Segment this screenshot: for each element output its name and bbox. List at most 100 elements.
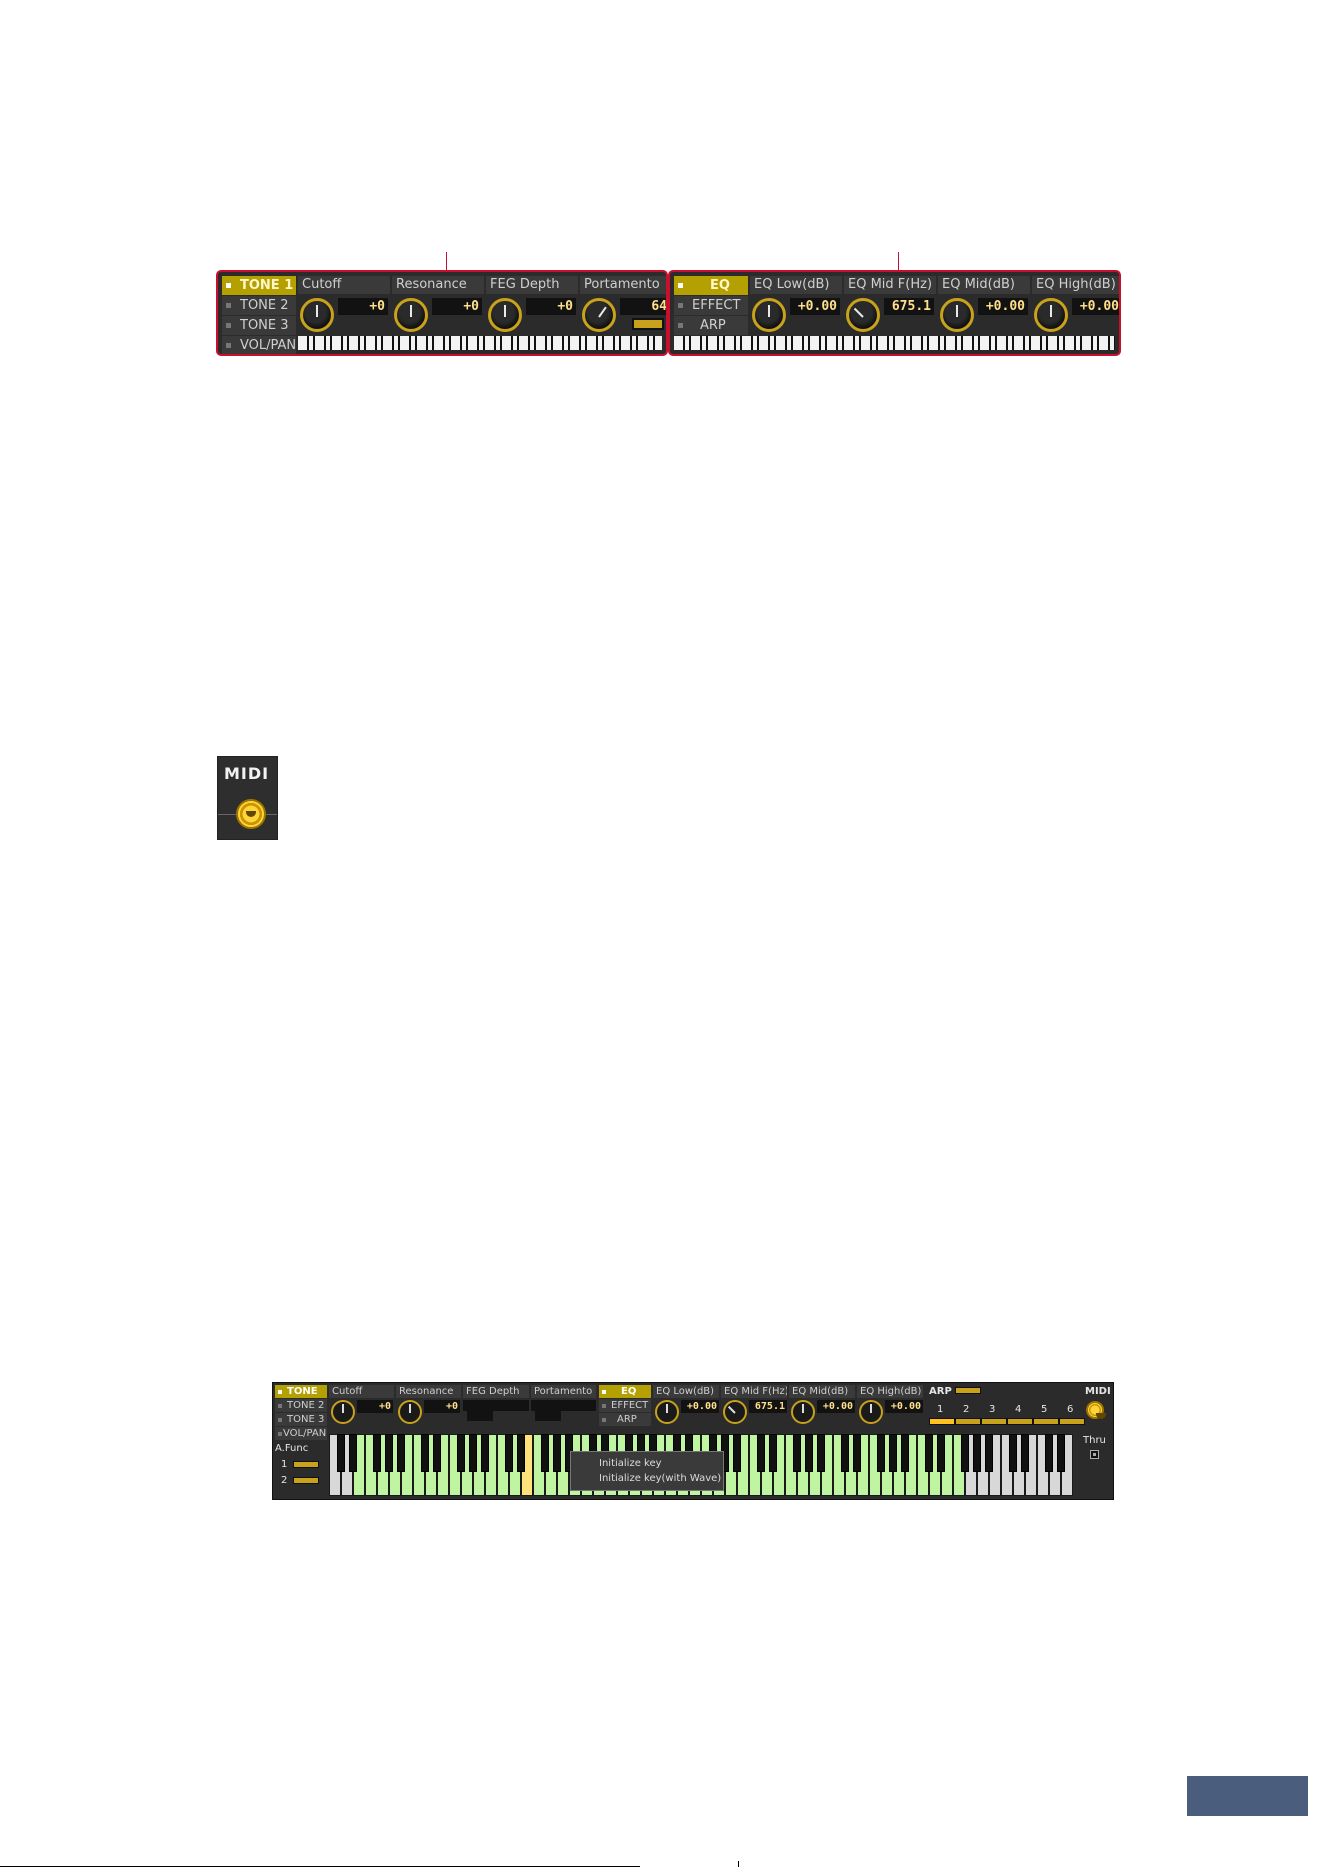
midi-tile[interactable]: MIDI bbox=[217, 756, 278, 840]
black-key[interactable] bbox=[1021, 1434, 1029, 1472]
thru-checkbox[interactable] bbox=[1090, 1450, 1099, 1459]
black-key[interactable] bbox=[1057, 1434, 1065, 1472]
resonance-knob[interactable] bbox=[398, 1400, 422, 1424]
black-key[interactable] bbox=[733, 1434, 741, 1472]
portamento-switch[interactable] bbox=[632, 318, 664, 330]
black-key[interactable] bbox=[1045, 1434, 1053, 1472]
tab-eq[interactable]: EQ bbox=[599, 1385, 651, 1398]
eq-mid-knob[interactable] bbox=[791, 1400, 815, 1424]
black-key[interactable] bbox=[337, 1434, 345, 1472]
tab-effect[interactable]: EFFECT bbox=[599, 1399, 651, 1412]
black-key[interactable] bbox=[889, 1434, 897, 1472]
tab-indicator-icon bbox=[226, 303, 231, 308]
eq-mid-value[interactable]: +0.00 bbox=[978, 298, 1028, 315]
arp-slot-3-button[interactable] bbox=[981, 1418, 1007, 1425]
portamento-slot[interactable] bbox=[531, 1400, 596, 1411]
black-key[interactable] bbox=[349, 1434, 357, 1472]
eq-mid-knob[interactable] bbox=[940, 298, 974, 332]
tab-tone-3[interactable]: TONE 3 bbox=[222, 316, 296, 335]
tab-vol-pan[interactable]: VOL/PAN bbox=[275, 1427, 327, 1440]
midi-connector-icon[interactable] bbox=[236, 799, 266, 829]
param-label: FEG Depth bbox=[486, 276, 578, 294]
black-key[interactable] bbox=[385, 1434, 393, 1472]
black-key[interactable] bbox=[421, 1434, 429, 1472]
tab-vol-pan[interactable]: VOL/PAN bbox=[222, 336, 296, 354]
resonance-value[interactable]: +0 bbox=[432, 298, 482, 315]
eq-mid-freq-knob[interactable] bbox=[723, 1400, 747, 1424]
black-key[interactable] bbox=[853, 1434, 861, 1472]
param-label-resonance: Resonance bbox=[396, 1385, 461, 1398]
tab-effect[interactable]: EFFECT bbox=[674, 296, 748, 315]
tab-tone-1[interactable]: TONE 1 bbox=[275, 1385, 327, 1410]
portamento-value[interactable]: 64 bbox=[620, 298, 666, 315]
black-key[interactable] bbox=[457, 1434, 465, 1472]
resonance-knob[interactable] bbox=[394, 298, 428, 332]
black-key[interactable] bbox=[805, 1434, 813, 1472]
eq-mid-freq-value[interactable]: 675.1 bbox=[884, 298, 934, 315]
tab-arp[interactable]: ARP bbox=[674, 316, 748, 335]
arp-switch[interactable] bbox=[955, 1387, 981, 1394]
tab-arp[interactable]: ARP bbox=[599, 1413, 651, 1426]
menu-item-initialize-key[interactable]: Initialize key bbox=[599, 1458, 662, 1469]
black-key[interactable] bbox=[817, 1434, 825, 1472]
black-key[interactable] bbox=[397, 1434, 405, 1472]
cutoff-value[interactable]: +0 bbox=[357, 1400, 393, 1413]
mini-keyboard[interactable] bbox=[298, 336, 662, 350]
black-key[interactable] bbox=[553, 1434, 561, 1472]
feg-depth-slot[interactable] bbox=[463, 1400, 529, 1411]
eq-mid-freq-value[interactable]: 675.1 bbox=[749, 1400, 787, 1413]
black-key[interactable] bbox=[1009, 1434, 1017, 1472]
eq-mid-value[interactable]: +0.00 bbox=[817, 1400, 855, 1413]
eq-high-value[interactable]: +0.00 bbox=[1072, 298, 1119, 315]
mini-keyboard[interactable] bbox=[674, 336, 1115, 350]
black-key[interactable] bbox=[769, 1434, 777, 1472]
eq-high-knob[interactable] bbox=[1034, 298, 1068, 332]
tab-eq[interactable]: EQ bbox=[674, 276, 748, 295]
afunc-1-switch[interactable] bbox=[293, 1461, 319, 1468]
black-key[interactable] bbox=[925, 1434, 933, 1472]
afunc-2-switch[interactable] bbox=[293, 1477, 319, 1484]
tab-tone-2[interactable]: TONE 2 bbox=[275, 1399, 327, 1412]
tab-tone-2[interactable]: TONE 2 bbox=[222, 296, 296, 315]
menu-item-initialize-key-with-wave[interactable]: Initialize key(with Wave) bbox=[599, 1473, 722, 1484]
black-key[interactable] bbox=[757, 1434, 765, 1472]
eq-mid-freq-knob[interactable] bbox=[846, 298, 880, 332]
black-key[interactable] bbox=[973, 1434, 981, 1472]
black-key[interactable] bbox=[961, 1434, 969, 1472]
black-key[interactable] bbox=[937, 1434, 945, 1472]
black-key[interactable] bbox=[877, 1434, 885, 1472]
eq-high-value[interactable]: +0.00 bbox=[885, 1400, 923, 1413]
eq-low-value[interactable]: +0.00 bbox=[790, 298, 840, 315]
eq-low-knob[interactable] bbox=[655, 1400, 679, 1424]
eq-low-value[interactable]: +0.00 bbox=[681, 1400, 719, 1413]
tab-tone-1[interactable]: TONE 1 bbox=[222, 276, 296, 295]
black-key[interactable] bbox=[541, 1434, 549, 1472]
eq-low-knob[interactable] bbox=[752, 298, 786, 332]
arp-slot-2-button[interactable] bbox=[955, 1418, 981, 1425]
black-key[interactable] bbox=[841, 1434, 849, 1472]
resonance-value[interactable]: +0 bbox=[424, 1400, 460, 1413]
black-key[interactable] bbox=[793, 1434, 801, 1472]
feg-depth-knob[interactable] bbox=[488, 298, 522, 332]
arp-slot-6-button[interactable] bbox=[1059, 1418, 1085, 1425]
midi-connector-icon[interactable] bbox=[1086, 1401, 1106, 1419]
feg-depth-value[interactable]: +0 bbox=[526, 298, 576, 315]
eq-high-knob[interactable] bbox=[859, 1400, 883, 1424]
cutoff-knob[interactable] bbox=[300, 298, 334, 332]
black-key[interactable] bbox=[517, 1434, 525, 1472]
black-key[interactable] bbox=[505, 1434, 513, 1472]
black-key[interactable] bbox=[469, 1434, 477, 1472]
arp-slot-5-button[interactable] bbox=[1033, 1418, 1059, 1425]
cutoff-knob[interactable] bbox=[331, 1400, 355, 1424]
cutoff-value[interactable]: +0 bbox=[338, 298, 388, 315]
black-key[interactable] bbox=[901, 1434, 909, 1472]
arp-slot-1-button[interactable] bbox=[929, 1418, 955, 1425]
portamento-knob[interactable] bbox=[582, 298, 616, 332]
tab-tone-3[interactable]: TONE 3 bbox=[275, 1413, 327, 1426]
black-key[interactable] bbox=[985, 1434, 993, 1472]
black-key[interactable] bbox=[433, 1434, 441, 1472]
arp-slot-4-button[interactable] bbox=[1007, 1418, 1033, 1425]
page-tick bbox=[738, 1861, 739, 1867]
black-key[interactable] bbox=[373, 1434, 381, 1472]
black-key[interactable] bbox=[481, 1434, 489, 1472]
